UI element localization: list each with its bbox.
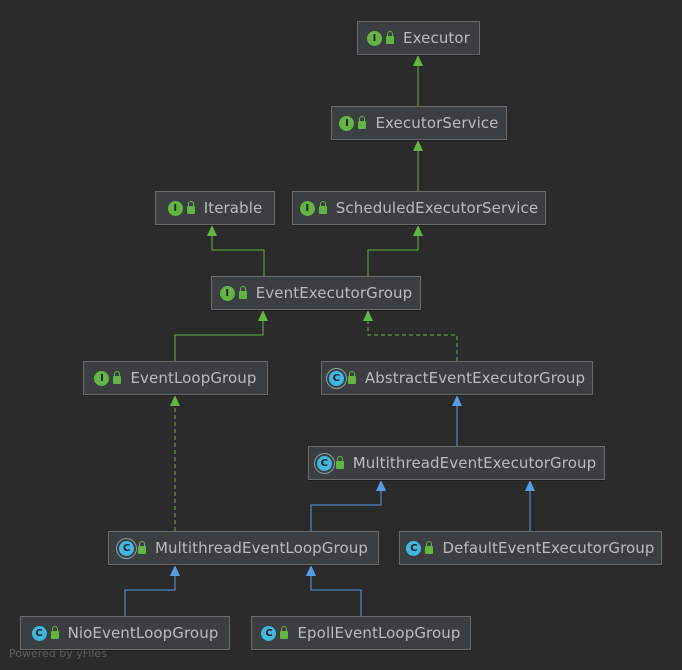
public-lock-icon <box>318 200 327 214</box>
abstract-class-icon: C <box>316 455 332 471</box>
public-lock-icon <box>386 30 395 44</box>
node-label: MultithreadEventExecutorGroup <box>352 454 597 472</box>
node-label: EventLoopGroup <box>130 369 257 387</box>
public-lock-icon <box>335 455 344 469</box>
edge-event-executor-group-to-iterable <box>211 225 265 276</box>
public-lock-icon <box>358 115 367 129</box>
arrowhead-icon <box>306 565 316 576</box>
node-multithread-event-loop-group[interactable]: C MultithreadEventLoopGroup <box>108 531 379 565</box>
node-label: AbstractEventExecutorGroup <box>364 369 586 387</box>
arrowhead-icon <box>170 565 180 576</box>
edge-multithread-event-loop-group-to-multithread-event-executor-group <box>310 480 382 531</box>
arrowhead-icon <box>258 310 268 321</box>
class-icon: C <box>31 625 47 641</box>
public-lock-icon <box>113 370 122 384</box>
abstract-class-icon: C <box>328 370 344 386</box>
node-nio-event-loop-group[interactable]: C NioEventLoopGroup <box>20 616 230 650</box>
class-icon: C <box>261 625 277 641</box>
public-lock-icon <box>280 625 289 639</box>
node-executor-service[interactable]: I ExecutorService <box>331 106 507 140</box>
edge-event-loop-group-to-event-executor-group <box>174 310 264 361</box>
powered-by-footer: Powered by yFiles <box>9 647 107 660</box>
interface-icon: I <box>339 115 355 131</box>
node-multithread-event-executor-group[interactable]: C MultithreadEventExecutorGroup <box>308 446 605 480</box>
arrowhead-icon <box>207 225 217 236</box>
public-lock-icon <box>186 200 195 214</box>
interface-icon: I <box>94 370 110 386</box>
node-label: EpollEventLoopGroup <box>297 624 461 642</box>
edge-nio-event-loop-group-to-multithread-event-loop-group <box>124 565 176 616</box>
public-lock-icon <box>138 540 147 554</box>
node-label: ExecutorService <box>375 114 499 132</box>
arrowhead-icon <box>413 140 423 151</box>
node-label: Iterable <box>203 199 263 217</box>
arrowhead-icon <box>363 310 373 321</box>
class-icon: C <box>406 540 422 556</box>
edge-abstract-event-executor-group-to-event-executor-group <box>367 310 458 361</box>
node-label: EventExecutorGroup <box>255 284 413 302</box>
node-label: ScheduledExecutorService <box>335 199 539 217</box>
interface-icon: I <box>219 285 235 301</box>
interface-icon: I <box>167 200 183 216</box>
edge-epoll-event-loop-group-to-multithread-event-loop-group <box>310 565 362 616</box>
node-label: DefaultEventExecutorGroup <box>442 539 655 557</box>
node-epoll-event-loop-group[interactable]: C EpollEventLoopGroup <box>251 616 471 650</box>
node-scheduled-executor-service[interactable]: I ScheduledExecutorService <box>292 191 546 225</box>
arrowhead-icon <box>170 395 180 406</box>
node-iterable[interactable]: I Iterable <box>155 191 275 225</box>
public-lock-icon <box>347 370 356 384</box>
arrowhead-icon <box>413 55 423 66</box>
arrowhead-icon <box>413 225 423 236</box>
interface-icon: I <box>299 200 315 216</box>
node-event-executor-group[interactable]: I EventExecutorGroup <box>211 276 421 310</box>
node-label: MultithreadEventLoopGroup <box>155 539 368 557</box>
public-lock-icon <box>425 540 434 554</box>
node-default-event-executor-group[interactable]: C DefaultEventExecutorGroup <box>399 531 662 565</box>
interface-icon: I <box>367 30 383 46</box>
node-executor[interactable]: I Executor <box>357 21 480 55</box>
edge-event-executor-group-to-scheduled-executor-service <box>367 225 419 276</box>
public-lock-icon <box>238 285 247 299</box>
arrowhead-icon <box>376 480 386 491</box>
node-abstract-event-executor-group[interactable]: C AbstractEventExecutorGroup <box>321 361 593 395</box>
public-lock-icon <box>50 625 59 639</box>
arrowhead-icon <box>525 480 535 491</box>
node-label: Executor <box>403 29 470 47</box>
node-event-loop-group[interactable]: I EventLoopGroup <box>83 361 268 395</box>
node-label: NioEventLoopGroup <box>67 624 219 642</box>
arrowhead-icon <box>452 395 462 406</box>
abstract-class-icon: C <box>119 540 135 556</box>
